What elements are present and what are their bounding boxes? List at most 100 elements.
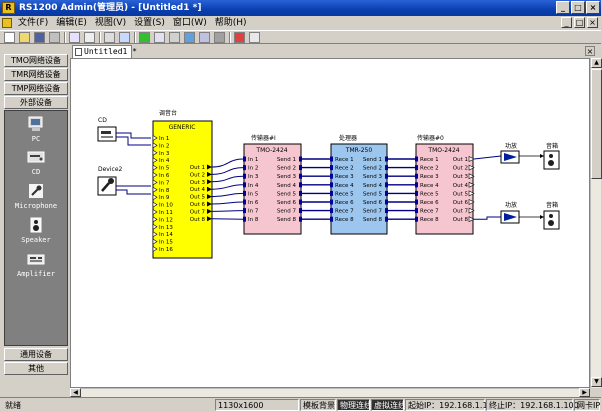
- in-port[interactable]: [415, 216, 418, 222]
- out-port[interactable]: [385, 156, 388, 162]
- output-port[interactable]: [207, 201, 212, 207]
- in-port[interactable]: [243, 190, 246, 196]
- in-port[interactable]: [243, 199, 246, 205]
- input-port[interactable]: [152, 179, 158, 186]
- new-file-icon[interactable]: [4, 32, 15, 43]
- out-port[interactable]: [299, 182, 302, 188]
- document-menu-icon[interactable]: [2, 18, 12, 28]
- redo-icon[interactable]: [84, 32, 95, 43]
- in-port[interactable]: [243, 156, 246, 162]
- in-port[interactable]: [415, 208, 418, 214]
- undo-icon[interactable]: [69, 32, 80, 43]
- transmitter-1-block[interactable]: [243, 143, 302, 235]
- output-port[interactable]: [207, 216, 212, 222]
- in-port[interactable]: [330, 173, 333, 179]
- out-port[interactable]: [299, 208, 302, 214]
- output-port[interactable]: [207, 194, 212, 200]
- alert-icon[interactable]: [234, 32, 245, 43]
- input-port[interactable]: [152, 186, 158, 193]
- out-port[interactable]: [299, 165, 302, 171]
- vertical-scrollbar[interactable]: ▲ ▼: [590, 58, 602, 388]
- out-port[interactable]: [468, 156, 475, 162]
- status-virtual-wiring[interactable]: 虚拟连线: [371, 399, 406, 411]
- layout-icon[interactable]: [214, 32, 225, 43]
- processor-block[interactable]: [330, 143, 388, 235]
- device-speaker[interactable]: Speaker: [5, 217, 67, 244]
- out-port[interactable]: [385, 199, 388, 205]
- category-tmo[interactable]: TMO网络设备: [4, 54, 68, 67]
- input-port[interactable]: [152, 231, 158, 238]
- in-port[interactable]: [330, 190, 333, 196]
- category-other[interactable]: 其他: [4, 362, 68, 375]
- mixer-block[interactable]: [152, 120, 213, 259]
- scroll-left-icon[interactable]: ◀: [70, 388, 81, 397]
- amplifier-2-icon[interactable]: [500, 210, 520, 224]
- print-icon[interactable]: [104, 32, 115, 43]
- in-port[interactable]: [415, 156, 418, 162]
- input-port[interactable]: [152, 194, 158, 201]
- close-button[interactable]: ×: [586, 1, 600, 14]
- microphone-device-icon[interactable]: [97, 176, 117, 196]
- out-port[interactable]: [468, 164, 475, 171]
- status-physical-wiring[interactable]: 物理连线: [337, 399, 372, 411]
- monitor-icon[interactable]: [154, 32, 165, 43]
- menu-edit[interactable]: 编辑(E): [56, 18, 87, 28]
- scroll-down-icon[interactable]: ▼: [591, 377, 602, 387]
- in-port[interactable]: [415, 190, 418, 196]
- out-port[interactable]: [385, 216, 388, 222]
- in-port[interactable]: [243, 216, 246, 222]
- menu-window[interactable]: 窗口(W): [172, 18, 207, 28]
- out-port[interactable]: [385, 173, 388, 179]
- input-port[interactable]: [152, 208, 158, 216]
- scroll-right-icon[interactable]: ▶: [579, 388, 590, 397]
- input-port[interactable]: [152, 157, 158, 164]
- out-port[interactable]: [299, 173, 302, 179]
- input-port[interactable]: [152, 149, 158, 156]
- open-folder-icon[interactable]: [19, 32, 30, 43]
- in-port[interactable]: [415, 199, 418, 205]
- out-port[interactable]: [299, 156, 302, 162]
- menu-settings[interactable]: 设置(S): [134, 18, 165, 28]
- category-tmp[interactable]: TMP网络设备: [4, 82, 68, 95]
- menu-help[interactable]: 帮助(H): [214, 18, 247, 28]
- out-port[interactable]: [468, 207, 475, 214]
- out-port[interactable]: [299, 216, 302, 222]
- input-port[interactable]: [152, 245, 158, 253]
- in-port[interactable]: [330, 165, 333, 171]
- doc-restore-button[interactable]: □: [574, 17, 585, 28]
- tab-untitled1[interactable]: Untitled1 *: [72, 45, 137, 58]
- scroll-up-icon[interactable]: ▲: [591, 58, 602, 68]
- tab-close-button[interactable]: ×: [585, 46, 595, 56]
- in-port[interactable]: [243, 208, 246, 214]
- grid-icon[interactable]: [199, 32, 210, 43]
- category-general[interactable]: 通用设备: [4, 348, 68, 361]
- in-port[interactable]: [243, 182, 246, 188]
- pointer-icon[interactable]: [169, 32, 180, 43]
- in-port[interactable]: [415, 165, 418, 171]
- out-port[interactable]: [385, 190, 388, 196]
- speaker-2-icon[interactable]: [543, 210, 560, 230]
- output-port[interactable]: [207, 164, 212, 170]
- doc-minimize-button[interactable]: _: [561, 17, 572, 28]
- minimize-button[interactable]: _: [556, 1, 570, 14]
- horizontal-scrollbar[interactable]: ◀ ▶: [70, 388, 590, 397]
- out-port[interactable]: [468, 216, 475, 223]
- zoom-icon[interactable]: [119, 32, 130, 43]
- help-icon[interactable]: [249, 32, 260, 43]
- out-port[interactable]: [468, 181, 475, 188]
- transmitter-0-block[interactable]: [415, 143, 474, 235]
- out-port[interactable]: [468, 190, 475, 197]
- output-port[interactable]: [207, 186, 212, 192]
- speaker-1-icon[interactable]: [543, 150, 560, 170]
- network-icon[interactable]: [184, 32, 195, 43]
- input-port[interactable]: [152, 134, 158, 142]
- category-external[interactable]: 外部设备: [4, 96, 68, 109]
- out-port[interactable]: [468, 199, 475, 205]
- amplifier-1-icon[interactable]: [500, 150, 520, 164]
- cd-player-icon[interactable]: [97, 126, 117, 142]
- save-icon[interactable]: [34, 32, 45, 43]
- input-port[interactable]: [152, 216, 158, 223]
- device-microphone[interactable]: Microphone: [5, 183, 67, 210]
- out-port[interactable]: [299, 199, 302, 205]
